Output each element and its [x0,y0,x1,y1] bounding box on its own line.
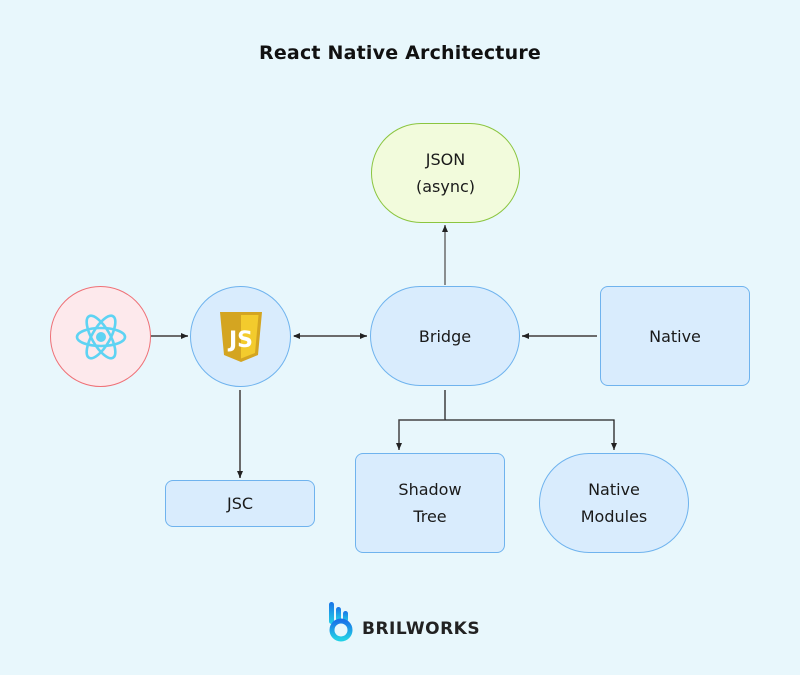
json-async-node: JSON (async) [371,123,520,223]
edge-bridge-to-shadow-tree [396,419,445,450]
diagram-title: React Native Architecture [259,42,541,64]
shadow-tree-label: Shadow Tree [398,480,462,526]
jsc-node: JSC [165,480,315,527]
native-node: Native [600,286,750,386]
native-modules-label: Native Modules [580,480,648,526]
jsc-label: JSC [226,494,254,513]
bridge-label: Bridge [418,326,472,346]
brilworks-logo: BRILWORKS [328,602,480,642]
shadow-tree-node: Shadow Tree [355,453,505,553]
react-atom-icon [75,313,126,360]
edge-bridge-to-native-modules [445,419,617,450]
javascript-engine-node: JS [190,286,291,387]
bridge-node: Bridge [370,286,520,386]
brand-name: BRILWORKS [362,619,481,639]
native-label: Native [649,326,701,346]
brilworks-logo-icon [329,602,353,642]
native-modules-node: Native Modules [539,453,689,553]
react-node [50,286,151,387]
svg-text:JS: JS [226,328,252,353]
json-async-label: JSON (async) [415,150,476,196]
javascript-shield-icon: JS [219,311,262,362]
